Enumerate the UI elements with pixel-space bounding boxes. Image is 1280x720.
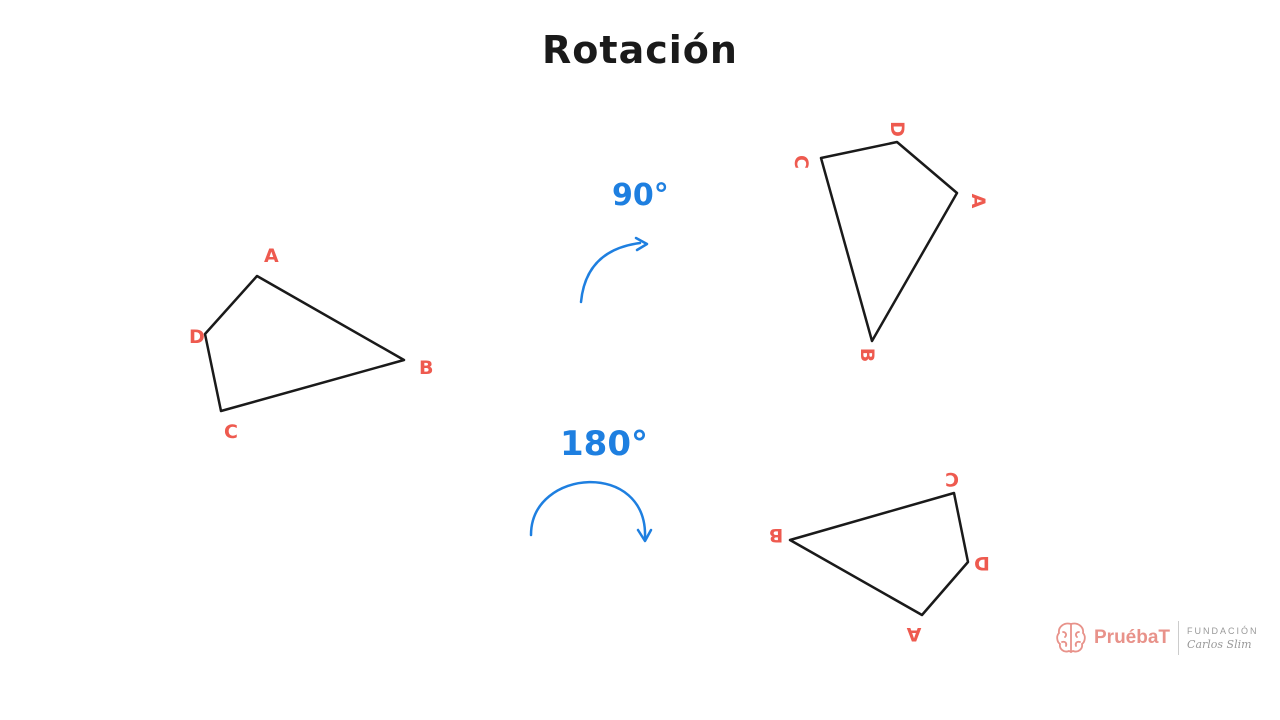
pruebat-logo: PruébaT FUNDACIÓN Carlos Slim — [1054, 618, 1259, 658]
foundation-signature: Carlos Slim — [1187, 637, 1252, 651]
original-shape — [203, 274, 406, 413]
rotated-180-vertex-a: A — [906, 623, 921, 645]
rotated-90-vertex-c: C — [790, 155, 812, 169]
brain-icon — [1056, 622, 1086, 653]
rotation-90-arrow — [579, 236, 649, 304]
rotated-180-vertex-d: D — [974, 552, 990, 574]
arc-90 — [579, 241, 642, 304]
rotated-180-quadrilateral: A B C D — [769, 468, 990, 645]
rotated-90-shape — [819, 140, 959, 343]
logo-name: PruébaT — [1094, 627, 1171, 648]
rotated-90-vertex-d: D — [886, 121, 908, 137]
rotated-180-vertex-b: B — [769, 524, 783, 546]
original-quadrilateral: A B C D — [189, 245, 433, 443]
original-vertex-c: C — [224, 421, 238, 443]
original-vertex-b: B — [419, 357, 433, 379]
original-vertex-a: A — [264, 245, 279, 267]
rotated-180-shape — [788, 491, 970, 617]
rotated-90-vertex-a: A — [967, 194, 989, 209]
foundation-label: FUNDACIÓN — [1187, 625, 1259, 636]
logo-divider — [1178, 621, 1180, 655]
arrowhead-180-icon — [636, 528, 653, 543]
rotated-180-vertex-c: C — [945, 468, 959, 490]
rotation-180-arrow — [529, 480, 653, 543]
rotated-90-quadrilateral: A B C D — [790, 121, 989, 362]
arc-180 — [529, 480, 647, 540]
original-vertex-d: D — [189, 326, 205, 348]
angle-label-180: 180° — [560, 424, 648, 464]
page-title: Rotación — [542, 28, 738, 72]
foundation-mark: FUNDACIÓN Carlos Slim — [1187, 625, 1259, 651]
arrowhead-90-icon — [634, 236, 649, 252]
angle-label-90: 90° — [612, 178, 669, 213]
rotated-90-vertex-b: B — [856, 348, 878, 362]
